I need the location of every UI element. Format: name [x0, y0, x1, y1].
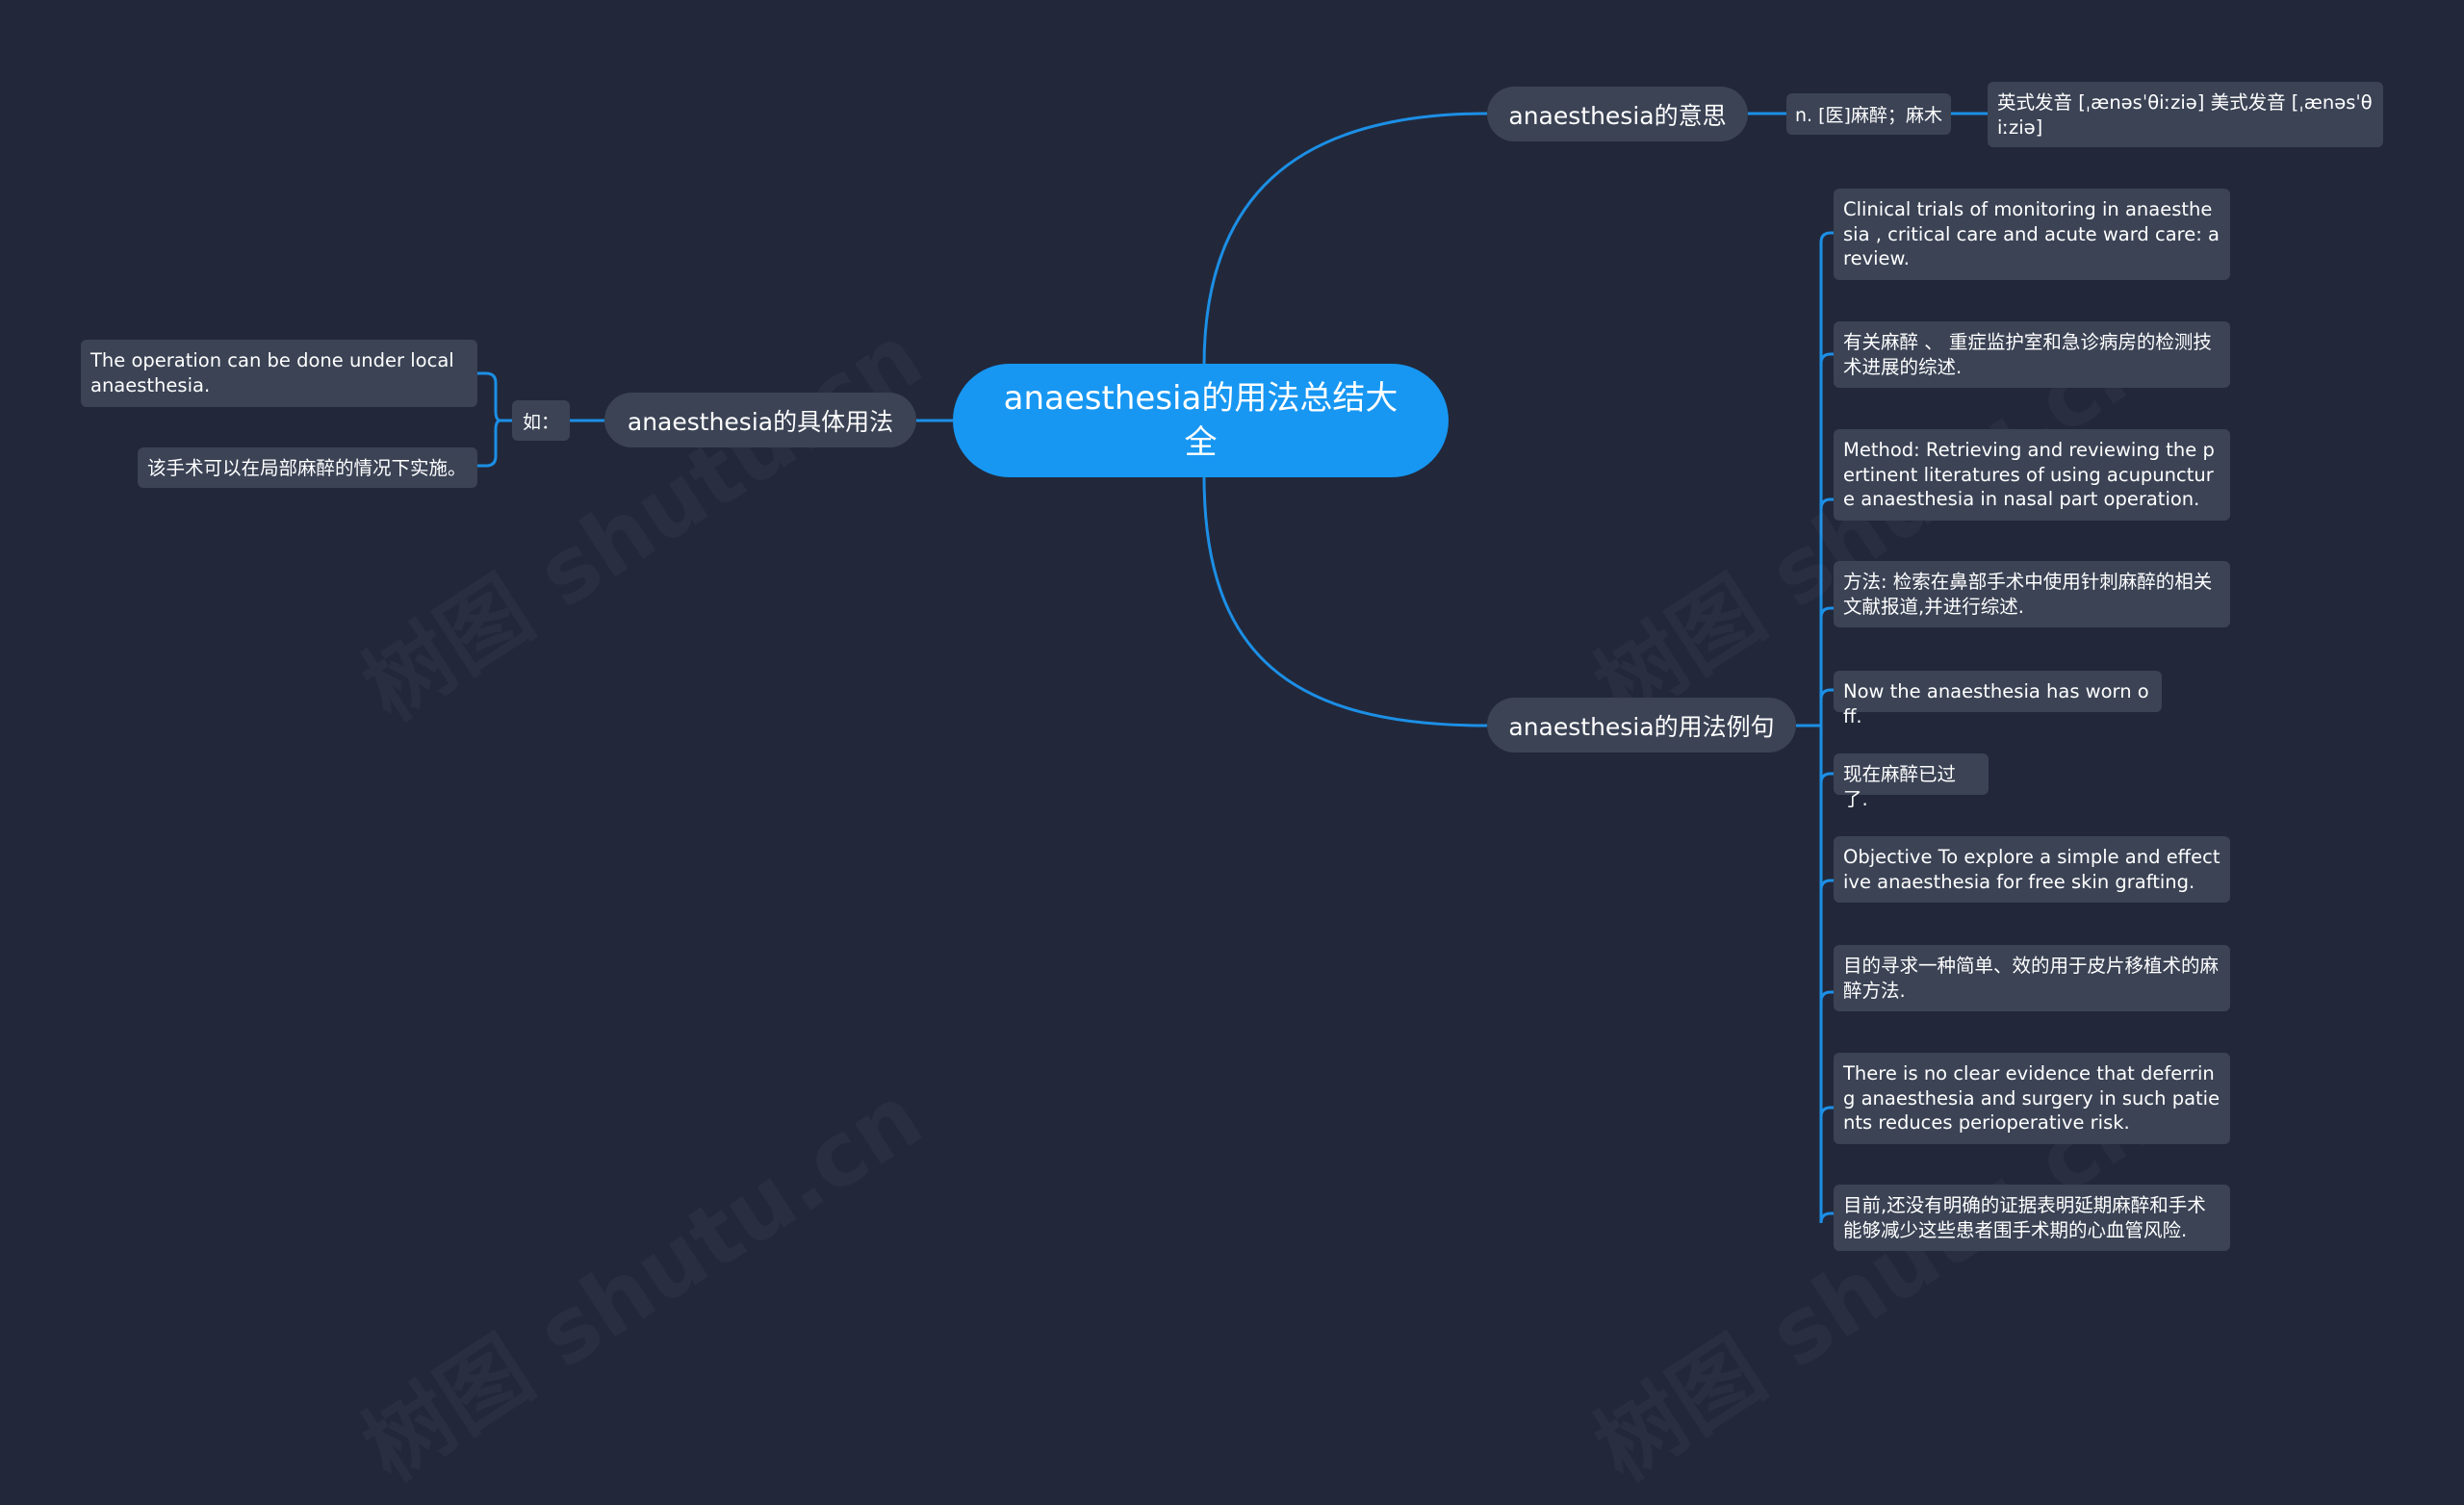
example-sentence-text: 方法: 检索在鼻部手术中使用针刺麻醉的相关文献报道,并进行综述. — [1843, 571, 2213, 618]
link-s6 — [1819, 772, 1834, 784]
link-s7 — [1819, 879, 1834, 891]
link-tag-example-2 — [477, 419, 512, 468]
meaning-definition[interactable]: n. [医]麻醉；麻木 — [1786, 93, 1951, 135]
example-sentence[interactable]: Method: Retrieving and reviewing the per… — [1834, 429, 2230, 521]
example-sentence[interactable]: Objective To explore a simple and effect… — [1834, 836, 2230, 903]
example-sentence-text: 现在麻醉已过了. — [1843, 763, 1957, 810]
branch-usage[interactable]: anaesthesia的具体用法 — [604, 393, 916, 447]
example-sentence[interactable]: Now the anaesthesia has worn off. — [1834, 671, 2162, 727]
usage-example-text: The operation can be done under local an… — [90, 349, 454, 396]
branch-sentences-label: anaesthesia的用法例句 — [1508, 712, 1775, 741]
example-sentence-text: 目的寻求一种简单、效的用于皮片移植术的麻醉方法. — [1843, 955, 2220, 1002]
meaning-definition-label: n. [医]麻醉；麻木 — [1795, 105, 1942, 126]
link-s9 — [1819, 1106, 1834, 1118]
usage-tag[interactable]: 如： — [512, 400, 570, 441]
link-s8 — [1819, 990, 1834, 1003]
mind-map-canvas: 树图 shutu.cn 树图 shutu.cn 树图 shutu.cn 树图 s… — [81, 82, 2383, 1251]
meaning-pronunciation-label: 英式发音 [ˌænəsˈθiːziə] 美式发音 [ˌænəsˈθiːziə] — [1997, 91, 2373, 139]
example-sentence-text: Objective To explore a simple and effect… — [1843, 846, 2220, 893]
example-sentence[interactable]: 方法: 检索在鼻部手术中使用针刺麻醉的相关文献报道,并进行综述. — [1834, 561, 2230, 627]
usage-example[interactable]: The operation can be done under local an… — [81, 340, 477, 407]
example-sentence-text: 目前,还没有明确的证据表明延期麻醉和手术能够减少这些患者围手术期的心血管风险. — [1843, 1194, 2206, 1241]
example-sentence[interactable]: 有关麻醉 、 重症监护室和急诊病房的检测技术进展的综述. — [1834, 321, 2230, 388]
meaning-pronunciation[interactable]: 英式发音 [ˌænəsˈθiːziə] 美式发音 [ˌænəsˈθiːziə] — [1988, 82, 2383, 147]
example-sentence[interactable]: Clinical trials of monitoring in anaesth… — [1834, 189, 2230, 280]
branch-meaning[interactable]: anaesthesia的意思 — [1487, 87, 1748, 141]
root-topic-label: anaesthesia的用法总结大全 — [1003, 379, 1399, 462]
link-s10 — [1819, 1212, 1834, 1224]
usage-example[interactable]: 该手术可以在局部麻醉的情况下实施。 — [138, 447, 477, 488]
example-sentence[interactable]: 目前,还没有明确的证据表明延期麻醉和手术能够减少这些患者围手术期的心血管风险. — [1834, 1185, 2230, 1251]
link-root-sentences — [1202, 475, 1488, 727]
example-sentence-text: Method: Retrieving and reviewing the per… — [1843, 439, 2215, 510]
usage-example-text: 该手术可以在局部麻醉的情况下实施。 — [147, 457, 467, 479]
example-sentence[interactable]: 目的寻求一种简单、效的用于皮片移植术的麻醉方法. — [1834, 945, 2230, 1011]
link-s3 — [1819, 497, 1834, 510]
link-s2 — [1819, 352, 1834, 365]
branch-sentences[interactable]: anaesthesia的用法例句 — [1487, 698, 1796, 752]
branch-meaning-label: anaesthesia的意思 — [1508, 101, 1727, 130]
example-sentence[interactable]: 现在麻醉已过了. — [1834, 753, 1989, 810]
usage-tag-label: 如： — [522, 411, 559, 433]
branch-usage-label: anaesthesia的具体用法 — [627, 407, 894, 436]
link-tag-example-1 — [477, 371, 512, 422]
example-sentence-text: 有关麻醉 、 重症监护室和急诊病房的检测技术进展的综述. — [1843, 331, 2212, 378]
example-sentence-text: Clinical trials of monitoring in anaesth… — [1843, 198, 2220, 269]
example-sentence[interactable]: There is no clear evidence that deferrin… — [1834, 1053, 2230, 1144]
root-topic[interactable]: anaesthesia的用法总结大全 — [953, 364, 1449, 477]
link-s1 — [1819, 231, 1834, 243]
link-root-meaning — [1202, 112, 1488, 367]
link-s4 — [1819, 606, 1834, 619]
example-sentence-text: Now the anaesthesia has worn off. — [1843, 680, 2149, 727]
link-s5 — [1819, 688, 1834, 701]
example-sentence-text: There is no clear evidence that deferrin… — [1843, 1062, 2220, 1134]
connector-lines — [477, 112, 1988, 1224]
